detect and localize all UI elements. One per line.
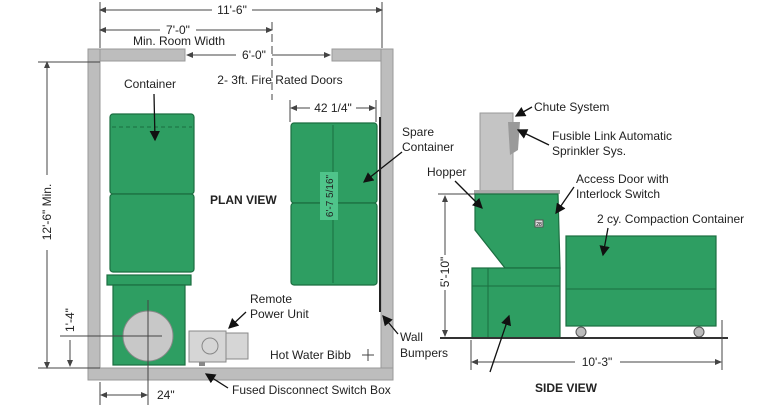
wall-right <box>380 48 394 381</box>
door-span-text: 6'-0" <box>242 48 266 62</box>
wall-top-left <box>87 48 186 62</box>
hopper-label: Hopper <box>427 165 466 179</box>
dim-min-room-width: 7'-0" Min. Room Width <box>99 22 273 100</box>
overall-width-text: 11'-6" <box>217 3 247 17</box>
access-door-label-2: Interlock Switch <box>576 187 660 201</box>
side-view: 28 5'-10" 10'-3" SIDE VIEW Chute System … <box>427 100 744 395</box>
compactor-base <box>471 267 561 339</box>
sprinkler-label-2: Sprinkler Sys. <box>552 144 626 158</box>
side-view-title: SIDE VIEW <box>535 381 598 395</box>
dim-overall-width: 11'-6" <box>99 2 383 48</box>
spare-width-text: 42 1/4" <box>314 101 352 115</box>
plan-view-title: PLAN VIEW <box>210 193 277 207</box>
min-room-width-value: 7'-0" <box>166 23 190 37</box>
dim-side-height: 5'-10" <box>438 193 475 337</box>
dim-side-length: 10'-3" <box>470 320 723 370</box>
sprinkler-icon <box>508 122 520 155</box>
main-container: Container <box>106 77 195 405</box>
door-badge: 28 <box>536 222 542 228</box>
spare-length-text: 6'-7 5/16" <box>325 174 336 217</box>
hot-water-label: Hot Water Bibb <box>270 348 351 362</box>
overall-length-text: 12'-6" Min. <box>40 184 54 241</box>
bumpers-label-1: Wall <box>400 330 423 344</box>
hopper <box>474 193 561 269</box>
spare-label-2: Container <box>402 140 454 154</box>
compaction-container <box>565 235 717 327</box>
fused-disconnect-label: Fused Disconnect Switch Box <box>232 383 391 397</box>
chute <box>479 112 514 192</box>
min-room-width-label: Min. Room Width <box>133 34 225 48</box>
wall-left <box>87 48 101 381</box>
doors-label: 2- 3ft. Fire Rated Doors <box>217 73 342 87</box>
container-label: Container <box>124 77 176 91</box>
access-door-label-1: Access Door with <box>576 172 669 186</box>
dim-door-span: 6'-0" 2- 3ft. Fire Rated Doors <box>186 48 343 87</box>
wall-bottom <box>87 367 394 381</box>
spare-container: 6'-7 5/16" 42 1/4" Spare Container <box>289 100 454 286</box>
remote-power-unit: Remote Power Unit <box>188 292 309 366</box>
circle-side-offset-text: 24" <box>157 388 175 402</box>
compaction-container-label: 2 cy. Compaction Container <box>597 212 744 226</box>
chute-label: Chute System <box>534 100 609 114</box>
spare-label-1: Spare <box>402 125 434 139</box>
dim-overall-length: 12'-6" Min. <box>38 61 100 369</box>
side-height-text: 5'-10" <box>438 257 452 288</box>
side-length-text: 10'-3" <box>582 355 613 369</box>
plan-view: 11'-6" 7'-0" Min. Room Width 6'-0" 2- 3f… <box>38 2 454 405</box>
sprinkler-label-1: Fusible Link Automatic <box>552 129 672 143</box>
remote-label-2: Power Unit <box>250 307 309 321</box>
remote-label-1: Remote <box>250 292 292 306</box>
bumpers-label-2: Bumpers <box>400 346 448 360</box>
hot-water-bibb-icon <box>362 349 374 361</box>
circle-offset-text: 1'-4" <box>63 308 77 332</box>
dim-circle-offset: 1'-4" 24" <box>60 308 175 405</box>
